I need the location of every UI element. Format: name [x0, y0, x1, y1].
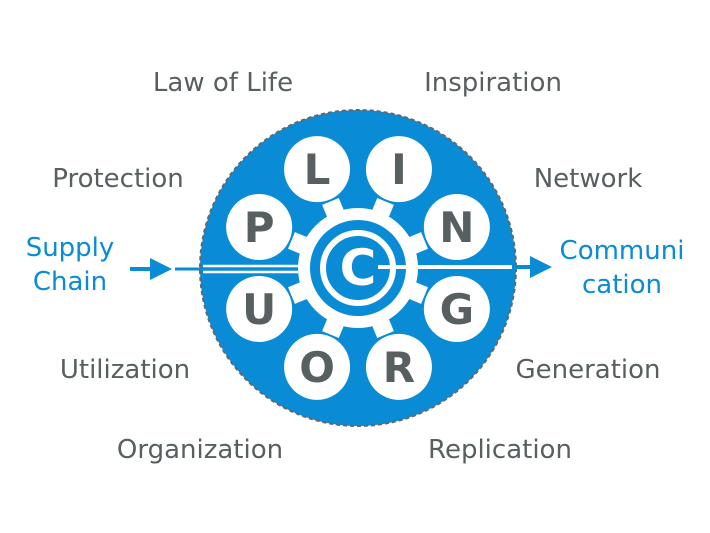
- label-communication: Communi cation: [560, 234, 685, 302]
- communication-line2: cation: [581, 270, 663, 300]
- letter: L: [304, 145, 331, 194]
- label-utilization: Utilization: [59, 355, 191, 385]
- gear-icon: C: [288, 198, 428, 338]
- letter-circle-r: R: [365, 333, 432, 400]
- label-protection: Protection: [52, 164, 184, 194]
- letter-circle-g: G: [423, 275, 490, 342]
- label-inspiration: Inspiration: [424, 68, 562, 98]
- input-arrow: [130, 258, 298, 280]
- letter-circle-p: P: [226, 194, 293, 261]
- label-law-of-life: Law of Life: [152, 68, 294, 98]
- letter: O: [299, 343, 335, 392]
- letter-circle-l: L: [284, 136, 351, 203]
- letter-circle-o: O: [284, 333, 351, 400]
- letter-circle-u: U: [226, 275, 293, 342]
- label-network: Network: [533, 164, 643, 194]
- supply-line1: Supply: [25, 233, 115, 263]
- letter-circle-i: I: [365, 136, 432, 203]
- label-replication: Replication: [428, 435, 572, 465]
- letter: R: [383, 343, 415, 392]
- center-letter: C: [340, 239, 377, 297]
- letter: N: [439, 203, 474, 252]
- communication-line1: Communi: [559, 236, 685, 266]
- label-generation: Generation: [515, 355, 661, 385]
- letter: U: [242, 285, 276, 334]
- label-supply-chain: Supply Chain: [26, 231, 115, 299]
- label-organization: Organization: [116, 435, 284, 465]
- letter: G: [440, 285, 474, 334]
- letter-circle-n: N: [423, 194, 490, 261]
- letter: I: [391, 145, 407, 194]
- supply-line2: Chain: [32, 267, 108, 297]
- output-arrow: [378, 256, 552, 278]
- letter: P: [244, 203, 275, 252]
